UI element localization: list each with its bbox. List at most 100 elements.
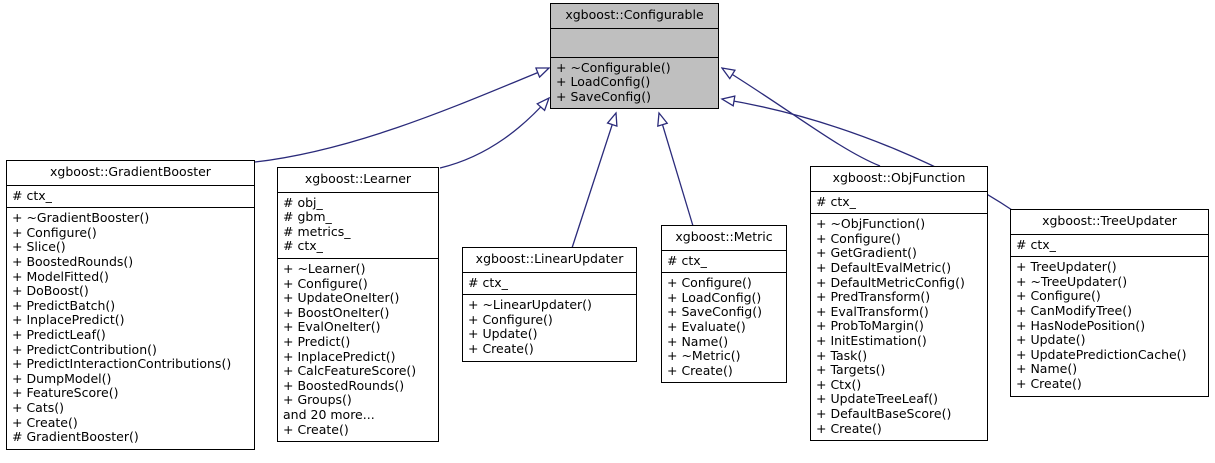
class-node-metric[interactable]: xgboost::Metric # ctx_ + Configure() + L… (661, 225, 787, 384)
attribute-row: # ctx_ (816, 193, 856, 209)
divider (278, 257, 438, 259)
class-title-gradientbooster: xgboost::GradientBooster (50, 164, 211, 179)
attribute-row: # gbm_ (283, 209, 332, 225)
class-title-learner: xgboost::Learner (304, 171, 412, 186)
divider (551, 56, 718, 58)
operation-row: + Configure() (816, 230, 901, 246)
operation-row: + ~TreeUpdater() (1016, 273, 1128, 289)
operation-row: + SaveConfig() (667, 304, 762, 320)
class-node-learner[interactable]: xgboost::Learner # obj_ # gbm_ # metrics… (277, 167, 439, 443)
operation-row: + TreeUpdater() (1016, 259, 1117, 275)
divider (662, 272, 786, 274)
operation-row: + Evaluate() (667, 318, 746, 334)
operation-row: + FeatureScore() (12, 385, 119, 401)
operation-row: + PredictContribution() (12, 341, 157, 357)
operation-row: + DoBoost() (12, 283, 89, 299)
operation-row: + Create() (667, 362, 733, 378)
operation-row: + Predict() (283, 333, 351, 349)
class-node-treeupdater[interactable]: xgboost::TreeUpdater # ctx_ + TreeUpdate… (1010, 209, 1209, 397)
class-operations-metric: + Configure() + LoadConfig() + SaveConfi… (662, 273, 786, 382)
class-node-gradientbooster[interactable]: xgboost::GradientBooster # ctx_ + ~Gradi… (6, 160, 255, 450)
operation-row: + Update() (1016, 332, 1086, 348)
divider (7, 207, 254, 209)
operation-row: + GetGradient() (816, 245, 917, 261)
operation-row: + PredictLeaf() (12, 326, 106, 342)
operation-row: + BoostedRounds() (12, 253, 134, 269)
operation-row: + Task() (816, 347, 868, 363)
divider (278, 191, 438, 193)
divider (811, 213, 987, 215)
operation-row: + Name() (1016, 361, 1078, 377)
operation-row: + InplacePredict() (12, 312, 125, 328)
operation-row: + DefaultBaseScore() (816, 405, 952, 421)
class-attributes-learner: # obj_ # gbm_ # metrics_ # ctx_ (278, 193, 438, 258)
class-title-configurable: xgboost::Configurable (565, 7, 704, 22)
divider (662, 249, 786, 251)
divider (1011, 233, 1208, 235)
operation-row: + EvalOneIter() (283, 319, 381, 335)
attribute-row: # ctx_ (468, 274, 508, 290)
operation-row: + EvalTransform() (816, 303, 929, 319)
operation-row: + UpdatePredictionCache() (1016, 346, 1187, 362)
operation-row: and 20 more... (283, 406, 375, 422)
operation-row: + PredTransform() (816, 289, 931, 305)
operation-row: + CanModifyTree() (1016, 302, 1132, 318)
operation-row: + Create() (12, 414, 78, 430)
class-attributes-treeupdater: # ctx_ (1011, 235, 1208, 257)
class-attributes-gradientbooster: # ctx_ (7, 186, 254, 208)
operation-row: + ModelFitted() (12, 268, 109, 284)
divider (1011, 256, 1208, 258)
class-attributes-metric: # ctx_ (662, 251, 786, 273)
operation-row: + ~LinearUpdater() (468, 297, 592, 313)
class-operations-configurable: + ~Configurable() + LoadConfig() + SaveC… (551, 58, 718, 109)
operation-row: + Create() (283, 421, 349, 437)
operation-row: + Create() (1016, 375, 1082, 391)
operation-row: + Create() (468, 340, 534, 356)
divider (463, 271, 636, 273)
class-attributes-objfunction: # ctx_ (811, 192, 987, 214)
operation-row: + CalcFeatureScore() (283, 363, 417, 379)
attribute-row: # ctx_ (667, 252, 707, 268)
edge-gradientbooster-configurable (254, 68, 549, 163)
class-attributes-configurable (551, 29, 718, 57)
operation-row: + HasNodePosition() (1016, 317, 1146, 333)
edge-linearupdater-configurable (571, 113, 616, 249)
operation-row: + ~GradientBooster() (12, 210, 150, 226)
operation-row: + PredictBatch() (12, 297, 116, 313)
edge-objfunction-configurable (722, 68, 881, 167)
class-node-linearupdater[interactable]: xgboost::LinearUpdater # ctx_ + ~LinearU… (462, 247, 637, 362)
operation-row: + ProbToMargin() (816, 318, 924, 334)
class-title-linearupdater: xgboost::LinearUpdater (475, 251, 624, 266)
operation-row: + Configure() (12, 224, 97, 240)
operation-row: + Groups() (283, 392, 352, 408)
operation-row: + DefaultEvalMetric() (816, 259, 952, 275)
operation-row: + LoadConfig() (556, 74, 651, 90)
operation-row: + Cats() (12, 399, 65, 415)
class-title-treeupdater: xgboost::TreeUpdater (1042, 213, 1177, 228)
attribute-row: # ctx_ (283, 238, 323, 254)
operation-row: + Configure() (468, 311, 553, 327)
operation-row: + Targets() (816, 362, 886, 378)
class-title-metric: xgboost::Metric (675, 229, 773, 244)
attribute-row: # metrics_ (283, 223, 351, 239)
class-title-objfunction: xgboost::ObjFunction (832, 170, 966, 185)
operation-row: + Ctx() (816, 376, 862, 392)
operation-row: + Slice() (12, 239, 66, 255)
class-node-configurable[interactable]: xgboost::Configurable + ~Configurable() … (550, 3, 719, 110)
operation-row: # GradientBooster() (12, 429, 139, 445)
operation-row: + InitEstimation() (816, 332, 927, 348)
operation-row: + BoostOneIter() (283, 304, 390, 320)
class-operations-linearupdater: + ~LinearUpdater() + Configure() + Updat… (463, 295, 636, 360)
operation-row: + ~ObjFunction() (816, 216, 926, 232)
class-node-objfunction[interactable]: xgboost::ObjFunction # ctx_ + ~ObjFuncti… (810, 166, 988, 442)
divider (463, 294, 636, 296)
class-operations-gradientbooster: + ~GradientBooster() + Configure() + Sli… (7, 208, 254, 449)
operation-row: + ~Learner() (283, 260, 366, 276)
attribute-row: # obj_ (283, 194, 323, 210)
operation-row: + ~Metric() (667, 348, 741, 364)
operation-row: + PredictInteractionContributions() (12, 356, 232, 372)
operation-row: + UpdateTreeLeaf() (816, 391, 939, 407)
attribute-row: # ctx_ (12, 187, 52, 203)
divider (7, 184, 254, 186)
